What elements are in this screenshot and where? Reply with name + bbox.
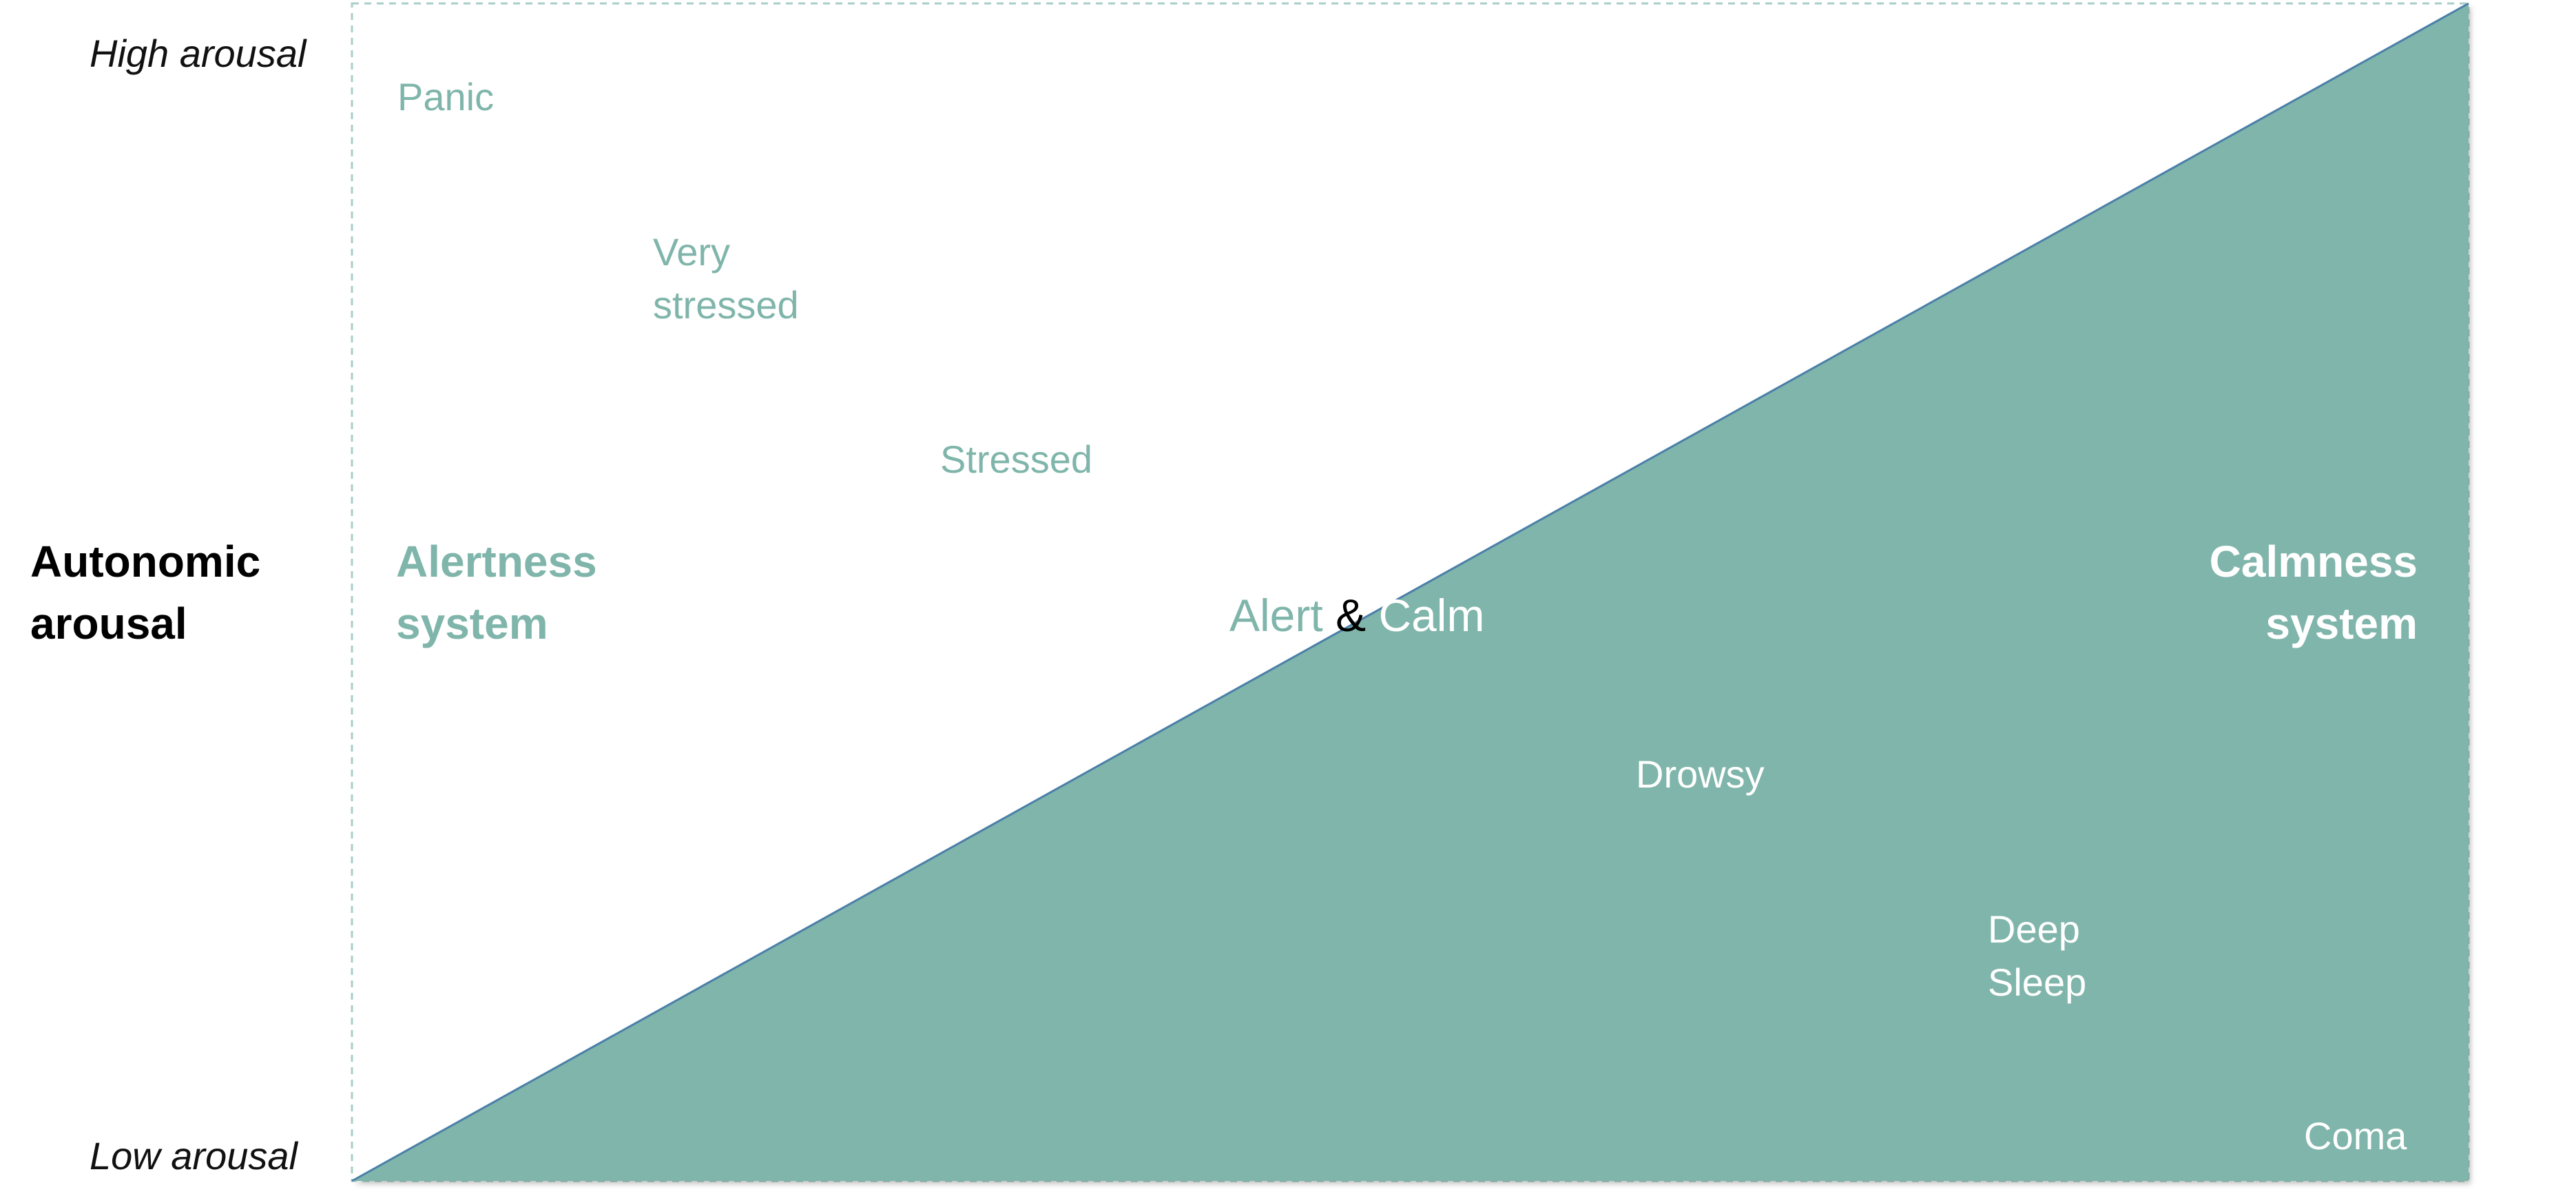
state-deep-sleep: Deep Sleep [1988,903,2086,1009]
alertness-system-line2: system [396,599,548,648]
high-arousal-label: High arousal [90,32,307,75]
autonomic-arousal-title-line2: arousal [30,599,187,648]
state-deep-sleep-line1: Deep [1988,907,2080,951]
state-deep-sleep-line2: Sleep [1988,960,2087,1004]
state-drowsy: Drowsy [1636,752,1765,796]
calmness-system-label: Calmness system [2210,531,2418,655]
state-very-stressed-line1: Very [653,230,731,274]
low-arousal-label: Low arousal [90,1134,298,1178]
alert-and-calm-label: Alert & Calm [1229,589,1484,641]
calm-word: Calm [1378,590,1485,641]
state-coma: Coma [2304,1114,2407,1158]
state-very-stressed-line2: stressed [653,283,799,327]
alert-word: Alert [1229,590,1323,641]
autonomic-arousal-title: Autonomic arousal [30,531,260,655]
state-panic: Panic [397,75,495,119]
alertness-system-label: Alertness system [396,531,597,655]
state-stressed: Stressed [940,438,1092,481]
calmness-system-line2: system [2265,599,2418,648]
alertness-system-line1: Alertness [396,537,597,586]
autonomic-arousal-title-line1: Autonomic [30,537,261,586]
calmness-system-line1: Calmness [2209,537,2418,586]
ampersand: & [1336,590,1367,641]
state-very-stressed: Very stressed [653,225,799,331]
diagonal-divider [351,2,2469,1182]
